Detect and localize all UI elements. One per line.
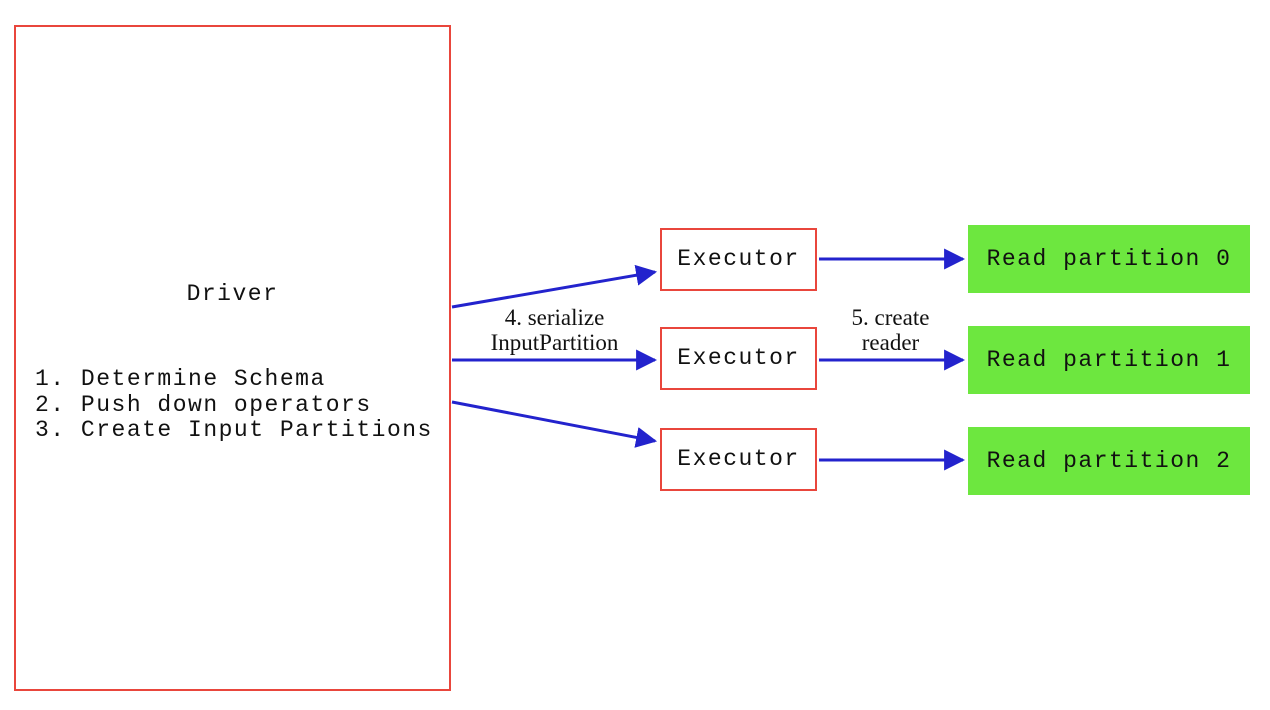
- driver-steps: 1. Determine Schema 2. Push down operato…: [35, 366, 433, 444]
- driver-node: Driver 1. Determine Schema 2. Push down …: [14, 25, 451, 691]
- edge-label-serialize: 4. serialize InputPartition: [462, 305, 647, 355]
- edge-label-create-reader: 5. create reader: [828, 305, 953, 355]
- edge-label-create-reader-line1: 5. create: [851, 305, 930, 330]
- edge-label-serialize-line2: InputPartition: [490, 329, 619, 355]
- driver-step-1: 1. Determine Schema: [35, 366, 326, 392]
- partition-node-2: Read partition 2: [968, 427, 1250, 495]
- edge-label-create-reader-line2: reader: [861, 329, 920, 355]
- executor-node-3: Executor: [660, 428, 817, 491]
- partition-node-1: Read partition 1: [968, 326, 1250, 394]
- executor-node-1: Executor: [660, 228, 817, 291]
- driver-step-2: 2. Push down operators: [35, 391, 372, 418]
- partition-node-0: Read partition 0: [968, 225, 1250, 293]
- driver-title: Driver: [186, 281, 279, 307]
- executor-node-2: Executor: [660, 327, 817, 390]
- driver-step-3: 3. Create Input Partitions: [35, 417, 433, 443]
- edge-label-serialize-line1: 4. serialize: [504, 305, 605, 330]
- arrow-driver-to-executor-3: [451, 400, 658, 448]
- arrow-driver-to-executor-1: [451, 264, 658, 309]
